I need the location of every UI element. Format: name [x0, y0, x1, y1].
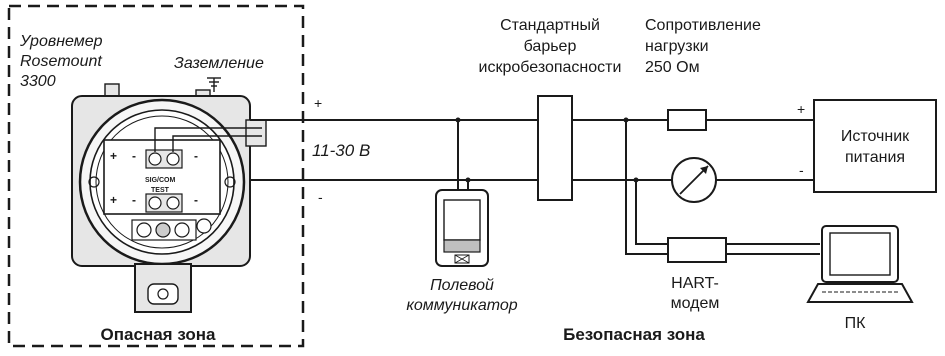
barrier-box: [537, 95, 573, 201]
hazardous-zone-boundary: [7, 4, 305, 348]
power-supply-plus-label: +: [797, 101, 805, 117]
barrier-label-line-1: Стандартный: [500, 17, 600, 34]
pc-icon: [806, 225, 914, 303]
svg-text:-: -: [132, 193, 136, 207]
svg-text:-: -: [132, 149, 136, 163]
barrier-label-line-2: барьер: [524, 38, 577, 55]
loop-plus-label: +: [314, 95, 322, 111]
voltage-label: 11-30 В: [312, 141, 370, 160]
field-communicator-icon: [435, 189, 489, 267]
svg-text:-: -: [194, 193, 198, 207]
test-label: TEST: [151, 187, 170, 194]
sig-com-label: SIG/COM: [145, 177, 176, 184]
pc-label: ПК: [845, 315, 867, 332]
device-title-line-3: 3300: [20, 73, 56, 90]
svg-text:+: +: [110, 193, 117, 207]
power-supply-minus-label: -: [799, 162, 804, 178]
svg-text:-: -: [194, 149, 198, 163]
communicator-label-line-1: Полевой: [430, 277, 494, 294]
communicator-label-line-2: коммуникатор: [406, 297, 517, 314]
device-title-line-2: Rosemount: [20, 53, 102, 70]
resistor-label-line-2: нагрузки: [645, 38, 709, 55]
transmitter-housing: + - - SIG/COM TEST + - -: [71, 83, 267, 313]
power-supply-label-line-1: Источник: [841, 128, 910, 145]
ammeter-icon: [671, 157, 717, 203]
ground-icon: [207, 77, 221, 92]
device-title-line-1: Уровнемер: [19, 33, 103, 50]
safe-zone-label: Безопасная зона: [563, 325, 705, 344]
load-resistor: [667, 109, 707, 131]
power-supply-label-line-2: питания: [845, 149, 905, 166]
barrier-label-line-3: искробезопасности: [479, 59, 622, 76]
power-supply-box: [813, 99, 937, 193]
svg-text:+: +: [110, 149, 117, 163]
loop-minus-label: -: [318, 189, 323, 205]
hart-modem-label-line-1: HART-: [671, 275, 719, 292]
hart-modem-box: [667, 237, 727, 263]
resistor-label-line-3: 250 Ом: [645, 59, 700, 76]
hart-modem-label-line-2: модем: [671, 295, 720, 312]
ground-label: Заземление: [174, 55, 264, 72]
hazardous-zone-label: Опасная зона: [101, 325, 216, 344]
resistor-label-line-1: Сопротивление: [645, 17, 761, 34]
